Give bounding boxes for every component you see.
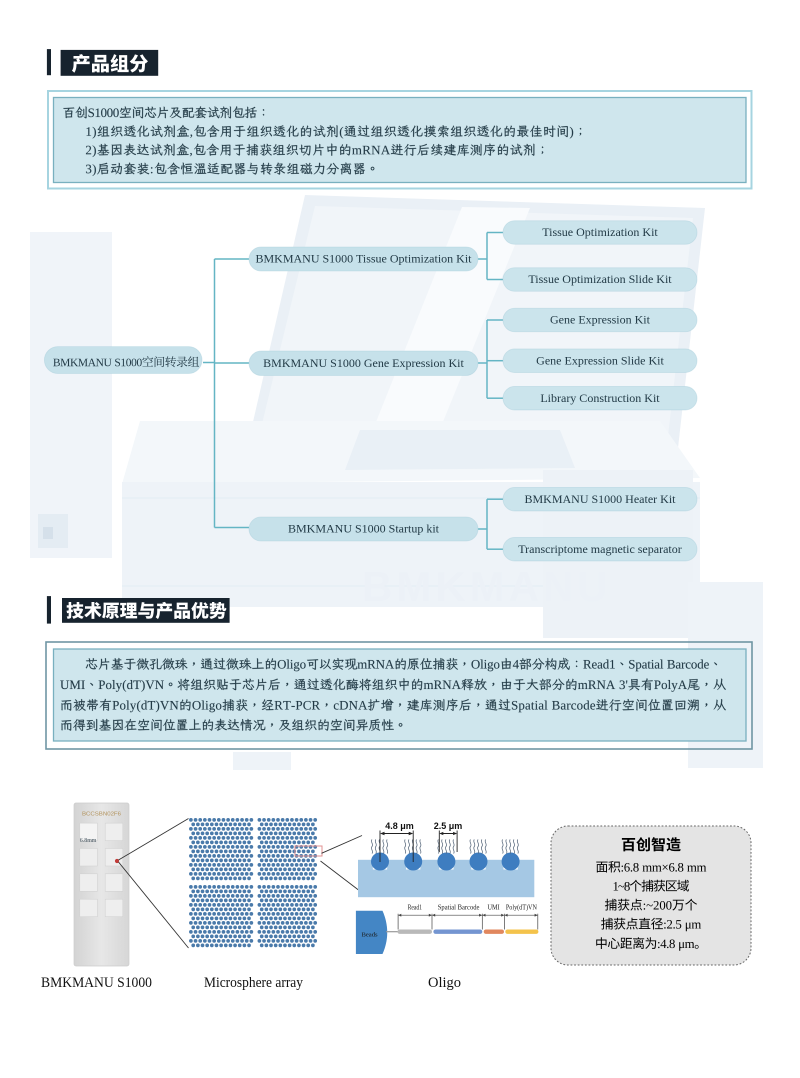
- svg-text:Tissue Optimization Kit: Tissue Optimization Kit: [542, 225, 658, 239]
- svg-text:Read1: Read1: [408, 902, 423, 911]
- svg-text:6.8mm: 6.8mm: [80, 837, 97, 844]
- svg-text:Gene Expression Slide Kit: Gene Expression Slide Kit: [536, 353, 664, 367]
- svg-text:Poly(dT)VN: Poly(dT)VN: [506, 902, 538, 911]
- svg-text:Tissue Optimization Slide Kit: Tissue Optimization Slide Kit: [528, 272, 672, 286]
- svg-text:BMKMANU S1000: BMKMANU S1000: [41, 975, 152, 991]
- svg-text:BCCSBN02F6: BCCSBN02F6: [82, 812, 121, 818]
- svg-text:BMKMANU S1000 Gene Expression: BMKMANU S1000 Gene Expression Kit: [263, 356, 464, 370]
- svg-text:Gene Expression Kit: Gene Expression Kit: [550, 313, 651, 327]
- svg-text:BMKMANU S1000 Startup kit: BMKMANU S1000 Startup kit: [288, 521, 440, 535]
- svg-text:4.8 μm: 4.8 μm: [385, 821, 414, 831]
- svg-text:BMKMANU S1000 Tissue Optimizat: BMKMANU S1000 Tissue Optimization Kit: [255, 251, 472, 265]
- svg-text:Transcriptome magnetic separat: Transcriptome magnetic separator: [518, 542, 682, 556]
- svg-text:BMKMANU S1000 Heater Kit: BMKMANU S1000 Heater Kit: [525, 492, 677, 506]
- svg-text:Library Construction Kit: Library Construction Kit: [540, 391, 660, 405]
- svg-text:UMI: UMI: [488, 902, 501, 911]
- svg-text:Oligo: Oligo: [428, 975, 461, 991]
- svg-text:2.5 μm: 2.5 μm: [434, 821, 463, 831]
- svg-text:Microsphere array: Microsphere array: [204, 975, 304, 991]
- svg-text:Beads: Beads: [361, 931, 378, 938]
- svg-text:BMKMANU: BMKMANU: [362, 563, 612, 610]
- svg-text:Spatial Barcode: Spatial Barcode: [438, 902, 480, 911]
